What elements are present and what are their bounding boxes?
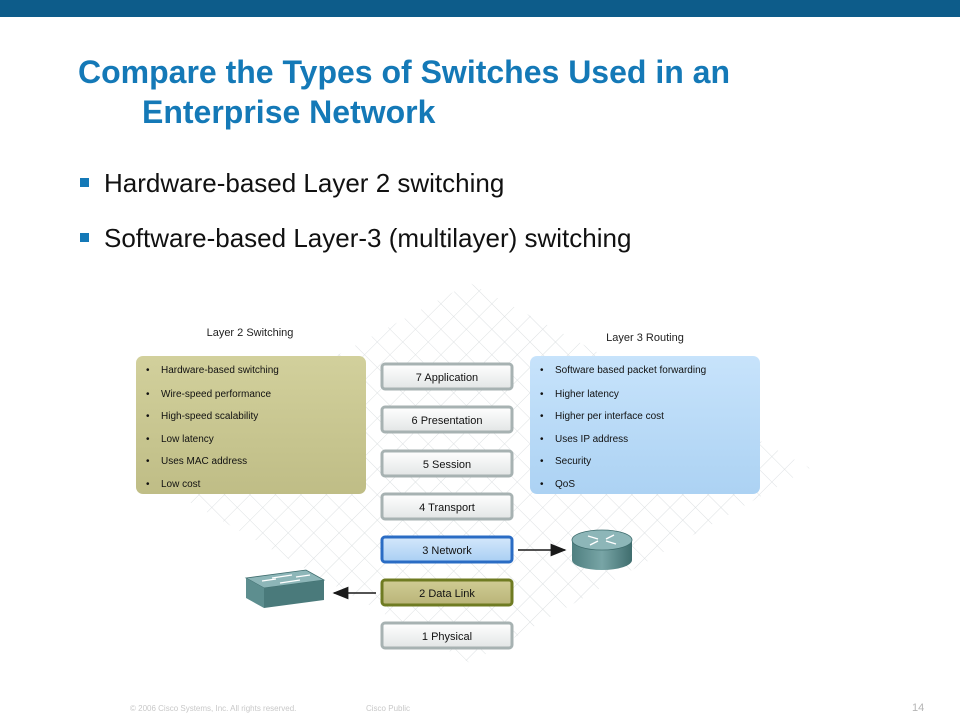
bullet-square-icon: [80, 178, 89, 187]
footer-copyright: © 2006 Cisco Systems, Inc. All rights re…: [130, 704, 297, 713]
layer-6-box: 6 Presentation: [380, 405, 514, 434]
left-item: Low cost: [161, 479, 201, 490]
layer2-panel: [136, 356, 366, 494]
title-line-1: Compare the Types of Switches Used in an: [78, 54, 730, 90]
layer-6-label: 6 Presentation: [412, 415, 483, 427]
left-item: Hardware-based switching: [161, 365, 279, 376]
bullet-dot: •: [146, 411, 150, 422]
osi-switching-diagram: Layer 2 Switching • Hardware-based switch…: [130, 283, 810, 663]
left-item: Wire-speed performance: [161, 389, 271, 400]
bullet-dot: •: [146, 479, 150, 490]
bullet-dot: •: [540, 411, 544, 422]
bullet-dot: •: [146, 456, 150, 467]
layer-1-box: 1 Physical: [380, 621, 514, 650]
bullet-list: Hardware-based Layer 2 switching Softwar…: [78, 166, 631, 276]
layer-5-label: 5 Session: [423, 459, 471, 471]
bullet-item: Hardware-based Layer 2 switching: [78, 166, 631, 200]
right-panel-title: Layer 3 Routing: [606, 332, 684, 344]
right-panel-list: • Software based packet forwarding • Highe…: [540, 365, 706, 490]
bullet-item: Software-based Layer-3 (multilayer) swit…: [78, 221, 631, 255]
left-panel-title: Layer 2 Switching: [207, 327, 294, 339]
layer-3-label: 3 Network: [422, 545, 472, 557]
left-panel-list: • Hardware-based switching • Wire-speed pe…: [146, 365, 279, 490]
right-item: Higher per interface cost: [555, 411, 664, 422]
left-item: Low latency: [161, 434, 214, 445]
layer-2-label: 2 Data Link: [419, 588, 475, 600]
right-item: Higher latency: [555, 389, 619, 400]
osi-layer-stack: 7 Application 6 Presentation 5 Session 4…: [380, 362, 514, 650]
router-icon: [571, 529, 633, 570]
layer-5-box: 5 Session: [380, 449, 514, 478]
bullet-text: Hardware-based Layer 2 switching: [104, 168, 505, 198]
bullet-dot: •: [540, 389, 544, 400]
layer-7-box: 7 Application: [380, 362, 514, 391]
layer-2-box: 2 Data Link: [380, 578, 514, 607]
right-item: QoS: [555, 479, 575, 490]
left-item: High-speed scalability: [161, 411, 258, 422]
bullet-square-icon: [80, 233, 89, 242]
bullet-dot: •: [146, 434, 150, 445]
bullet-dot: •: [146, 365, 150, 376]
page-number: 14: [912, 702, 925, 714]
layer-7-label: 7 Application: [416, 372, 478, 384]
bullet-dot: •: [540, 479, 544, 490]
switch-icon: [244, 569, 326, 608]
bullet-dot: •: [540, 365, 544, 376]
layer-4-box: 4 Transport: [380, 492, 514, 521]
right-item: Software based packet forwarding: [555, 365, 706, 376]
slide-title: Compare the Types of Switches Used in an…: [78, 52, 918, 132]
right-item: Security: [555, 456, 591, 467]
layer3-panel: [530, 356, 760, 494]
layer-4-label: 4 Transport: [419, 502, 475, 514]
bullet-dot: •: [540, 456, 544, 467]
bullet-text: Software-based Layer-3 (multilayer) swit…: [104, 223, 632, 253]
top-bar: [0, 0, 960, 17]
footer-classification: Cisco Public: [366, 704, 411, 713]
layer-3-box: 3 Network: [380, 535, 514, 564]
right-item: Uses IP address: [555, 434, 628, 445]
left-item: Uses MAC address: [161, 456, 247, 467]
bullet-dot: •: [540, 434, 544, 445]
title-line-2: Enterprise Network: [142, 94, 436, 130]
layer-1-label: 1 Physical: [422, 631, 472, 643]
bullet-dot: •: [146, 389, 150, 400]
